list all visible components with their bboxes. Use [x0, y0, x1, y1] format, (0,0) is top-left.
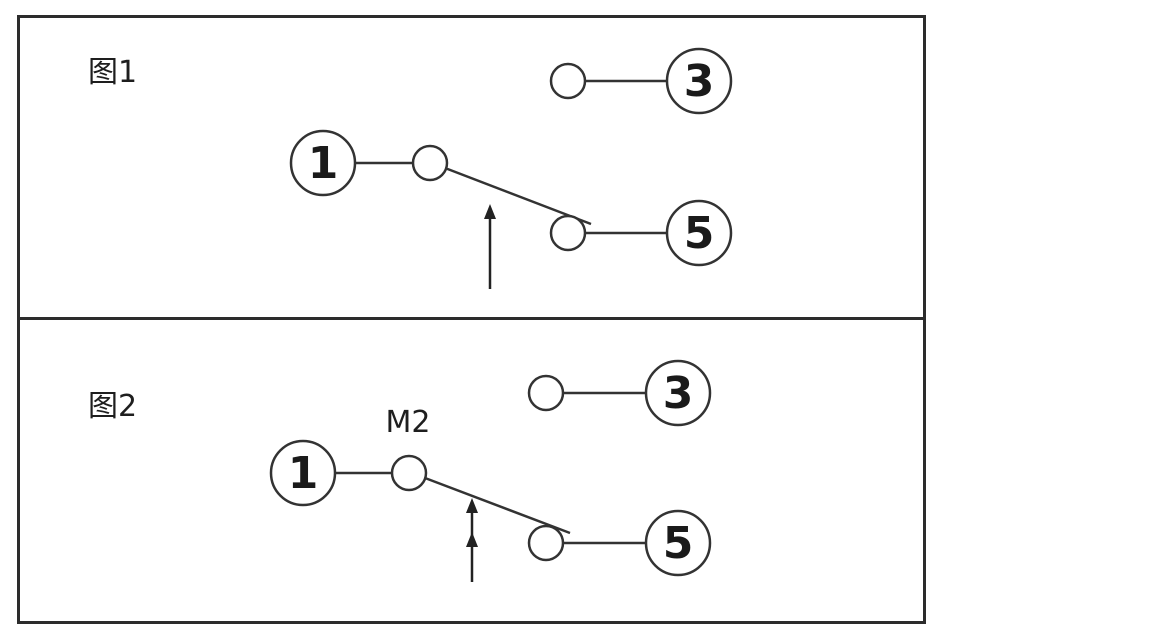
panel-title: 图2: [88, 389, 138, 424]
switch-diagram-2: M2 1 3 5: [269, 359, 712, 582]
arrow-up-icon: [466, 532, 478, 547]
terminal-5-label: 5: [684, 208, 715, 259]
panel-figure-2: 图2 M2 1 3 5: [20, 320, 923, 621]
switch-diagram-1: 1 3 5: [289, 47, 733, 289]
arrow-up-icon: [484, 204, 496, 219]
terminal-1-label: 1: [288, 448, 319, 499]
common-contact: [411, 144, 449, 182]
terminal-5-label: 5: [663, 518, 694, 569]
switch-blade: [444, 166, 592, 226]
contact-5: [549, 214, 587, 252]
terminal-1: [289, 129, 357, 197]
terminal-3: [644, 359, 712, 427]
terminal-1: [269, 439, 337, 507]
terminal-5: [644, 509, 712, 577]
diagram-frame: 图1 1 3 5 图2 M2: [17, 15, 926, 624]
panel-divider: [20, 317, 923, 320]
panel-title: 图1: [88, 55, 138, 90]
contact-5: [527, 524, 565, 562]
terminal-3-label: 3: [684, 56, 715, 107]
terminal-3-label: 3: [663, 368, 694, 419]
switch-blade: [424, 476, 571, 535]
arrow-up-icon: [466, 498, 478, 513]
panel-figure-1: 图1 1 3 5: [20, 18, 923, 317]
terminal-3: [665, 47, 733, 115]
common-contact: [390, 454, 428, 492]
contact-3: [527, 374, 565, 412]
marker-label: M2: [386, 405, 431, 440]
terminal-1-label: 1: [308, 138, 339, 189]
contact-3: [549, 62, 587, 100]
terminal-5: [665, 199, 733, 267]
